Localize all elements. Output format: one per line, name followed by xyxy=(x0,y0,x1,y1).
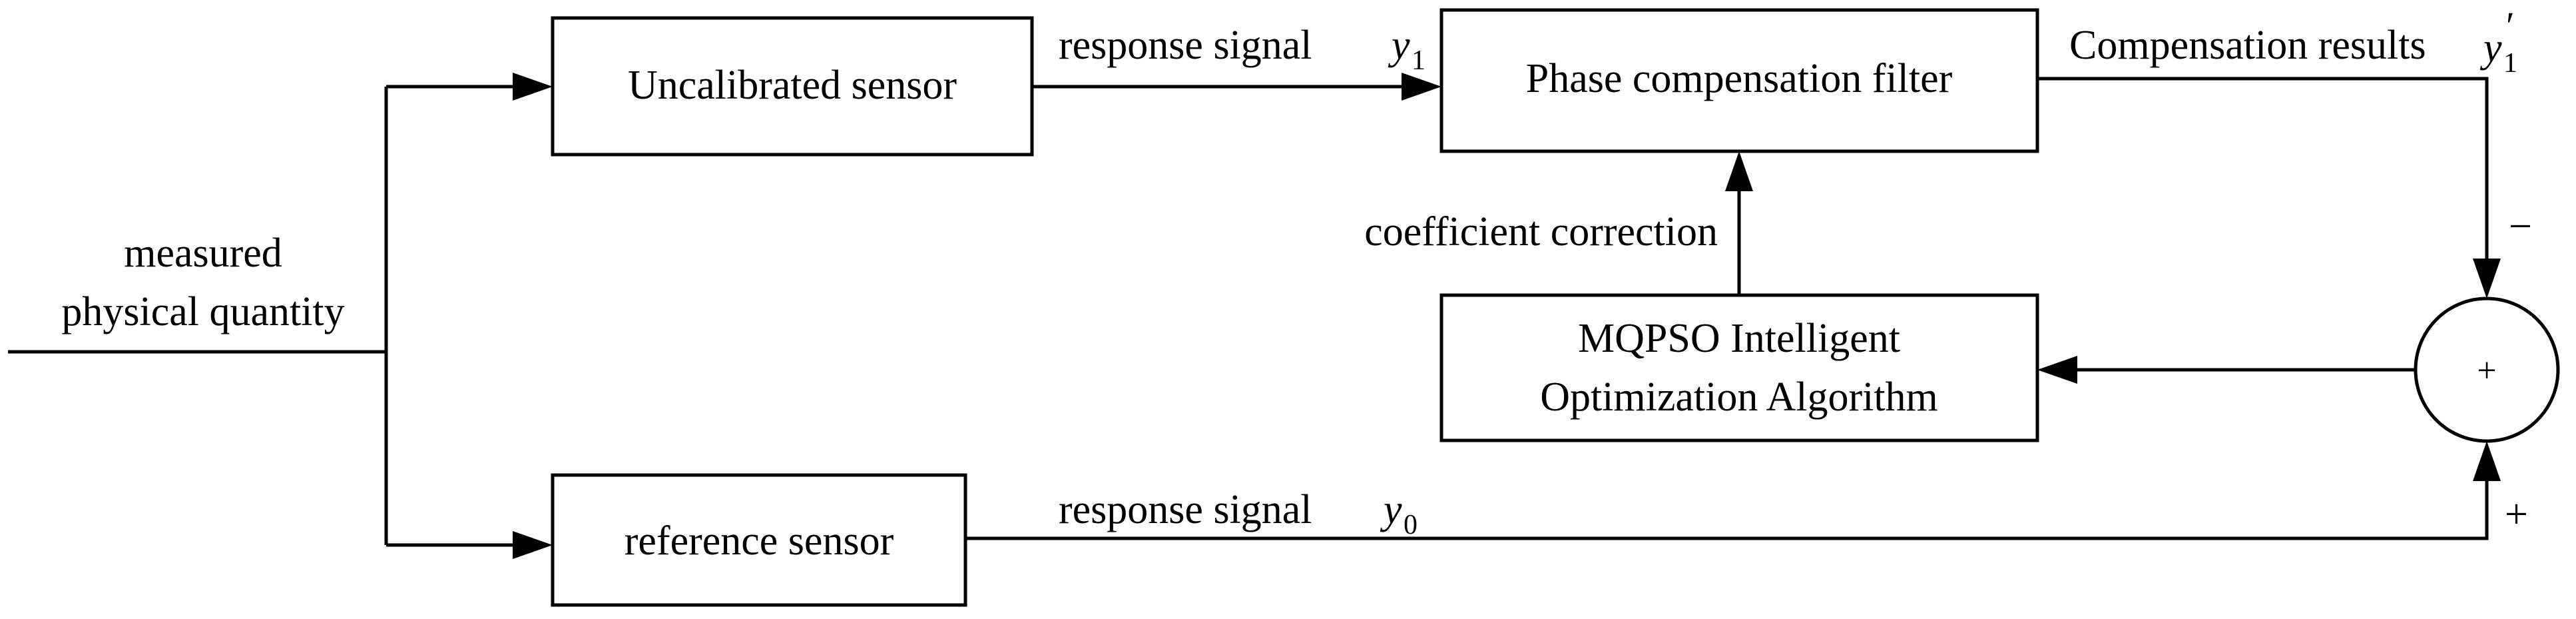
arrow-to-reference xyxy=(513,531,553,559)
arrow-to-phase-filter-up xyxy=(1725,151,1753,191)
y1-prime-subscript: 1 xyxy=(2503,48,2517,79)
summing-junction-sign: + xyxy=(2477,352,2496,390)
arrow-to-summer-bottom xyxy=(2473,441,2501,481)
arrow-to-summer-top xyxy=(2473,259,2501,299)
compensation-output-line xyxy=(2037,77,2489,259)
y1-prime-mark: ′ xyxy=(2506,4,2515,47)
arrow-to-phase-filter xyxy=(1402,73,1441,101)
y0-subscript: 0 xyxy=(1404,510,1417,540)
plus-sign: + xyxy=(2505,492,2528,537)
phase-compensation-filter-block xyxy=(1439,8,2039,153)
compensation-results-label: Compensation results xyxy=(2069,23,2426,68)
arrow-to-mqpso xyxy=(2037,356,2077,384)
input-label-line1: measured xyxy=(124,231,282,276)
input-label-line2: physical quantity xyxy=(61,289,344,334)
mqpso-label-line2: Optimization Algorithm xyxy=(1540,374,1938,420)
uncalibrated-sensor-block xyxy=(551,16,1034,157)
mqpso-label-line1: MQPSO Intelligent xyxy=(1578,316,1900,361)
y1-prime-variable: y xyxy=(2479,25,2502,71)
phase-compensation-filter-label: Phase compensation filter xyxy=(1526,56,1953,101)
y1-variable: y xyxy=(1388,23,1410,68)
response-signal-top-label: response signal xyxy=(1059,23,1312,68)
mqpso-algorithm-block xyxy=(1439,293,2039,442)
y0-variable: y xyxy=(1380,487,1402,532)
y1-subscript: 1 xyxy=(1412,45,1425,76)
reference-sensor-block xyxy=(551,473,967,607)
arrow-to-uncalibrated xyxy=(513,73,553,101)
response-signal-bottom-label: response signal xyxy=(1059,487,1312,532)
uncalibrated-sensor-label: Uncalibrated sensor xyxy=(628,63,957,108)
minus-sign: − xyxy=(2509,204,2532,249)
response-signal-y0-line xyxy=(965,481,2489,540)
reference-sensor-label: reference sensor xyxy=(625,518,894,564)
coefficient-correction-label: coefficient correction xyxy=(1364,209,1718,255)
